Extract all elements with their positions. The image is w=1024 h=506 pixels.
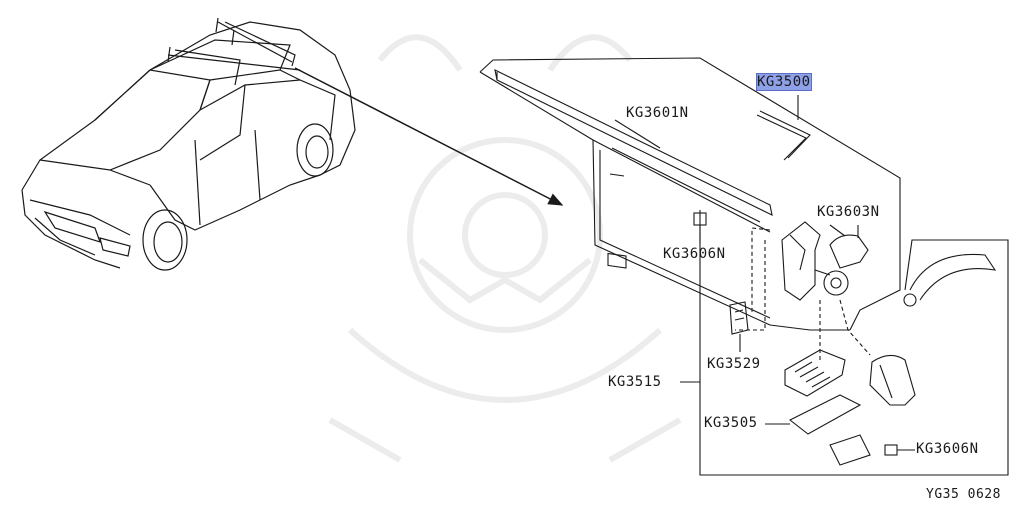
figure-code: YG35 0628 <box>926 487 1001 502</box>
part-label-kg3603n[interactable]: KG3603N <box>817 204 880 220</box>
car-illustration <box>21 17 356 271</box>
part-label-kg3601n[interactable]: KG3601N <box>626 105 689 121</box>
part-label-kg3606n-bottom[interactable]: KG3606N <box>916 441 979 457</box>
parts-assembly <box>479 57 1009 476</box>
leader-arrow <box>294 67 564 206</box>
part-label-kg3500[interactable]: KG3500 <box>756 73 812 91</box>
watermark-emblem <box>328 34 682 463</box>
part-label-kg3606n[interactable]: KG3606N <box>663 246 726 262</box>
part-label-kg3529[interactable]: KG3529 <box>707 356 761 372</box>
part-label-kg3505[interactable]: KG3505 <box>704 415 758 431</box>
part-label-kg3515[interactable]: KG3515 <box>608 374 662 390</box>
